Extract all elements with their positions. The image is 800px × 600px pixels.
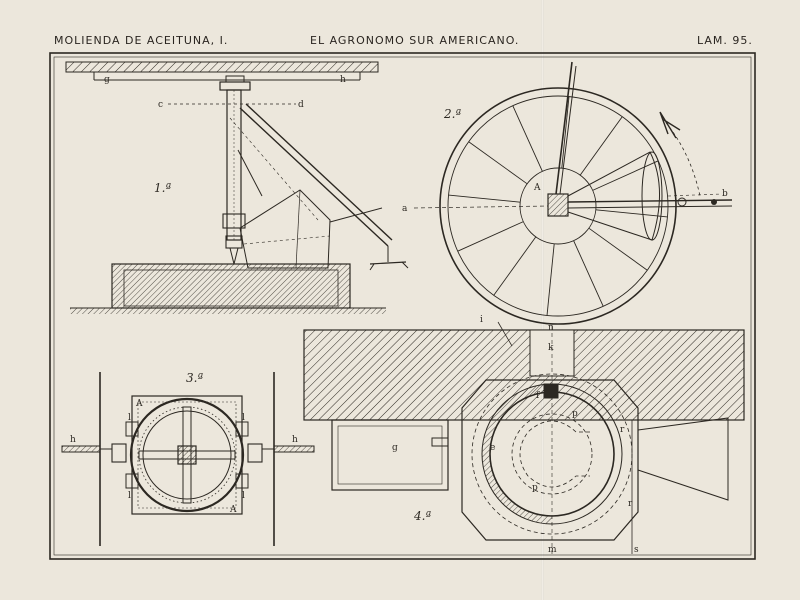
fig2-label-b: b (722, 189, 728, 199)
wheel-spoke (588, 227, 648, 271)
fig4-label-i: i (480, 315, 483, 325)
fig4-number: 4.ª (413, 509, 431, 523)
fig4-label-f: f (536, 391, 540, 401)
fig1-label-c: c (158, 100, 163, 110)
fig4-label-k: k (548, 343, 554, 353)
fig1-number: 1.ª (154, 181, 171, 195)
page-fold (541, 0, 544, 600)
fig3-label-l4: l (242, 491, 245, 501)
fig3-label-l2: l (242, 413, 245, 423)
fig4-label-p1: p (572, 409, 578, 419)
fig4-label-g: g (392, 443, 398, 453)
header-center: EL AGRONOMO SUR AMERICANO. (310, 34, 520, 47)
fig3-label-h-left: h (70, 435, 76, 445)
fig3-label-l1: l (128, 413, 131, 423)
fig4-label-s: s (634, 545, 639, 555)
fig4-label-p2: p (532, 483, 538, 493)
plate-border-outer (49, 52, 756, 560)
wheel-spoke (579, 116, 623, 176)
fig1-label-h: h (340, 75, 346, 85)
wheel-spoke (457, 221, 524, 252)
wheel-spoke (546, 243, 555, 316)
fig3-label-A-top: A (135, 399, 143, 409)
fig3-label-h-right: h (292, 435, 298, 445)
header-plate-number: LAM. 95. (697, 34, 753, 47)
wheel-spoke (468, 141, 528, 185)
header-left: MOLIENDA DE ACEITUNA, I. (54, 34, 229, 47)
wheel-spoke (512, 105, 543, 172)
fig3-number: 3.ª (186, 371, 203, 385)
figure-1: g h c d 1.ª (65, 61, 409, 314)
wheel-spoke (592, 160, 659, 191)
fig4-label-n: n (548, 323, 554, 333)
fig3-label-A-bottom: A (229, 505, 237, 515)
fig4-label-r: r (620, 425, 625, 435)
wheel-spoke (561, 96, 570, 169)
fig4-label-e: e (490, 443, 495, 453)
fig1-label-d: d (298, 100, 304, 110)
figure-4: i n k g e f p p r r m s 4.ª (303, 315, 745, 555)
wheel-spoke (573, 240, 604, 307)
fig3-label-l3: l (128, 491, 131, 501)
fig1-label-g: g (104, 75, 110, 85)
fig2-number: 2.ª (443, 107, 461, 121)
wheel-spoke (493, 236, 537, 296)
wheel-spoke (448, 194, 521, 203)
plate-border-inner (53, 56, 752, 556)
figure-3: 3.ª A A h h l l l l (61, 371, 315, 546)
fig4-label-r2: r (628, 499, 633, 509)
page-header: MOLIENDA DE ACEITUNA, I. EL AGRONOMO SUR… (0, 0, 800, 50)
fig2-label-a: a (402, 204, 408, 214)
figure-2: 2.ª A a b (402, 61, 733, 325)
wheel-spoke (595, 209, 668, 218)
fig4-label-m: m (548, 545, 557, 555)
fig2-label-A: A (533, 183, 541, 193)
